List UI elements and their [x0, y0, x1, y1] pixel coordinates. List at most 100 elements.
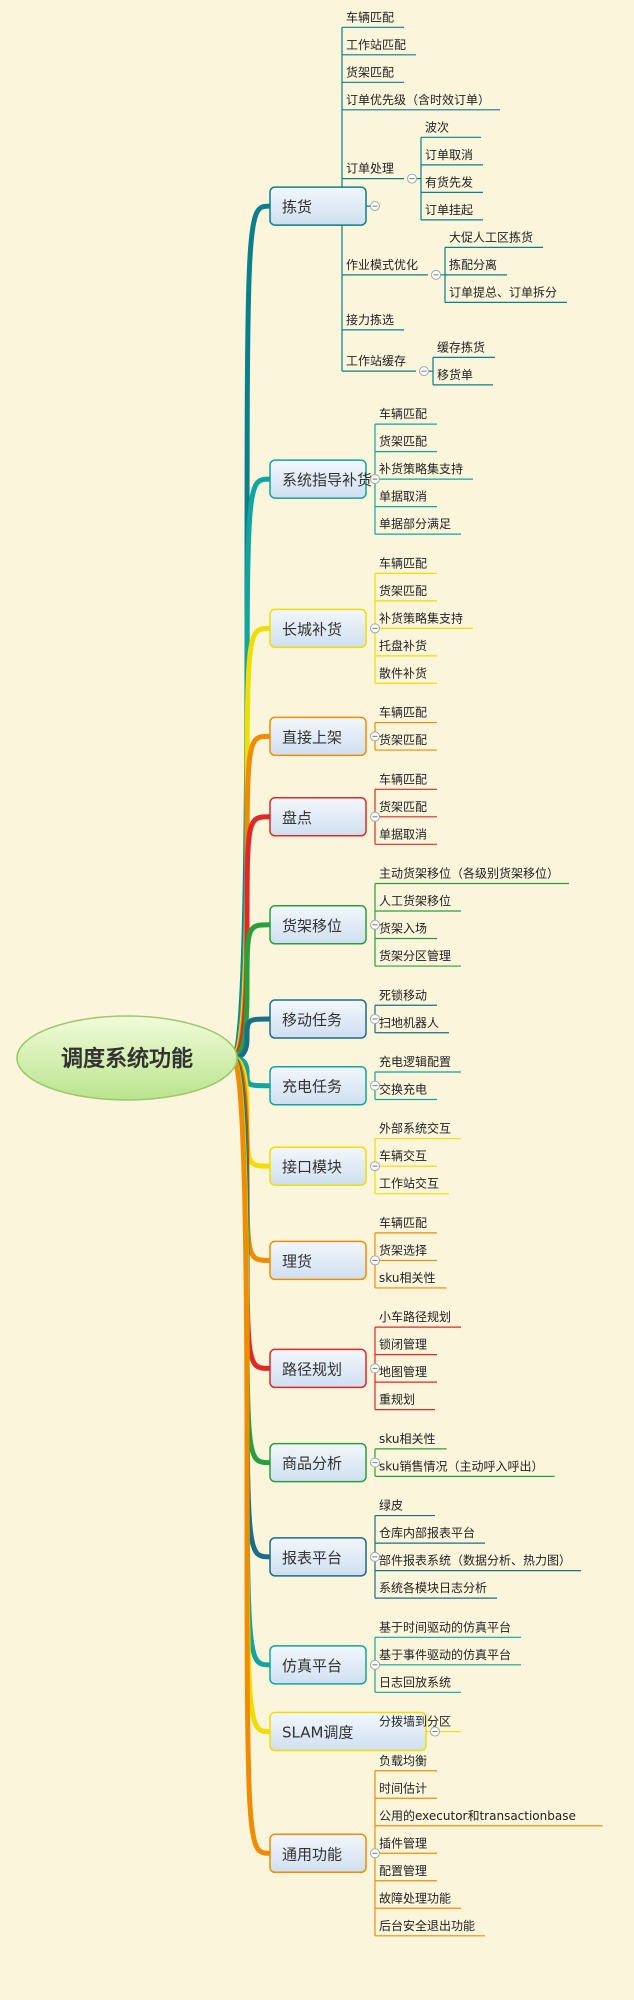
leaf-label[interactable]: 移货单 [437, 367, 473, 382]
leaf-label[interactable]: 时间估计 [379, 1781, 427, 1795]
branch-node[interactable]: 系统指导补货 [269, 459, 372, 499]
branch-node[interactable]: 拣货 [269, 186, 367, 226]
branch-node[interactable]: 报表平台 [269, 1537, 367, 1577]
branch-label: 直接上架 [282, 728, 342, 746]
leaf-label[interactable]: 故障处理功能 [379, 1890, 451, 1905]
leaf-label[interactable]: 工作站交互 [379, 1176, 439, 1191]
leaf-label[interactable]: 外部系统交互 [379, 1121, 451, 1136]
leaf-label[interactable]: 货架匹配 [346, 64, 394, 79]
leaf-label[interactable]: 地图管理 [379, 1364, 427, 1379]
leaf-label[interactable]: 货架匹配 [379, 434, 427, 449]
leaf-label[interactable]: 死锁移动 [379, 987, 427, 1002]
leaf-label[interactable]: 工作站缓存 [346, 354, 406, 368]
leaf-label[interactable]: 货架匹配 [379, 799, 427, 814]
leaf-label[interactable]: 订单优先级（含时效订单） [346, 92, 490, 107]
branch-node[interactable]: 理货 [269, 1240, 367, 1281]
leaf-label[interactable]: sku相关性 [379, 1432, 435, 1446]
branch-label: SLAM调度 [282, 1724, 353, 1742]
leaf-label[interactable]: 接力拣选 [346, 312, 394, 327]
trunk-connector [228, 1055, 273, 1856]
leaf-label[interactable]: 补货策略集支持 [379, 610, 463, 625]
leaf-label[interactable]: 订单处理 [346, 162, 394, 176]
leaf-label[interactable]: 订单提总、订单拆分 [449, 284, 557, 299]
leaf-label[interactable]: 基于时间驱动的仿真平台 [379, 1619, 511, 1634]
trunk-connector [228, 1055, 273, 1560]
leaf-label[interactable]: 系统各模块日志分析 [379, 1580, 487, 1595]
leaf-label[interactable]: 单据部分满足 [379, 516, 451, 531]
leaf-label[interactable]: 扫地机器人 [379, 1016, 439, 1030]
branch-label: 路径规划 [282, 1360, 342, 1378]
leaf-label[interactable]: 重规划 [379, 1392, 415, 1407]
leaf-label[interactable]: 托盘补货 [379, 638, 427, 653]
leaf-label[interactable]: 订单挂起 [425, 203, 473, 217]
leaf-label[interactable]: 配置管理 [379, 1863, 427, 1878]
leaf-label[interactable]: 小车路径规划 [379, 1309, 451, 1324]
branch-node[interactable]: 路径规划 [269, 1348, 367, 1389]
leaf-label[interactable]: 车辆交互 [379, 1148, 427, 1163]
leaf-label[interactable]: 交换充电 [379, 1081, 427, 1096]
trunk-connector [228, 1055, 273, 1371]
leaf-label[interactable]: 充电逻辑配置 [379, 1054, 451, 1069]
branch-node[interactable]: 接口模块 [269, 1146, 367, 1186]
leaf-label[interactable]: 人工货架移位 [379, 893, 451, 908]
branch-node[interactable]: 移动任务 [269, 999, 367, 1039]
leaf-label[interactable]: 补货策略集支持 [379, 461, 463, 476]
leaf-label[interactable]: 主动货架移位（各级别货架移位） [379, 866, 559, 881]
leaf-label[interactable]: 单据取消 [379, 827, 427, 841]
leaf-label[interactable]: 车辆匹配 [379, 555, 427, 570]
leaf-label[interactable]: 货架选择 [379, 1242, 427, 1257]
branch-label: 通用功能 [282, 1845, 342, 1863]
branch-label: 系统指导补货 [282, 471, 372, 489]
leaf-label[interactable]: 公用的executor和transactionbase [379, 1808, 576, 1823]
leaf-label[interactable]: 负载均衡 [379, 1754, 427, 1768]
leaf-label[interactable]: 单据取消 [379, 490, 427, 504]
leaf-label[interactable]: 缓存拣货 [437, 339, 485, 354]
branch-node[interactable]: 长城补货 [269, 608, 367, 649]
leaf-label[interactable]: 工作站匹配 [346, 38, 406, 52]
leaf-label[interactable]: 货架匹配 [379, 583, 427, 598]
trunk-connector [228, 1055, 273, 1668]
branch-label: 仿真平台 [282, 1657, 342, 1675]
leaf-label[interactable]: 货架分区管理 [379, 948, 451, 963]
leaf-label[interactable]: 车辆匹配 [379, 1215, 427, 1230]
leaf-label[interactable]: 车辆匹配 [379, 406, 427, 421]
leaf-label[interactable]: 货架入场 [379, 921, 427, 936]
leaf-label[interactable]: 车辆匹配 [379, 705, 427, 720]
branch-label: 接口模块 [282, 1158, 342, 1176]
branch-label: 拣货 [282, 198, 312, 216]
leaf-label[interactable]: 订单取消 [425, 148, 473, 162]
leaf-label[interactable]: 散件补货 [379, 665, 427, 680]
leaf-label[interactable]: 后台安全退出功能 [379, 1918, 475, 1933]
leaf-label[interactable]: 绿皮 [379, 1498, 403, 1513]
root-node[interactable]: 调度系统功能 [16, 1015, 238, 1101]
leaf-label[interactable]: 大促人工区拣货 [449, 229, 533, 244]
leaf-label[interactable]: 车辆匹配 [346, 9, 394, 24]
branch-node[interactable]: SLAM调度 [269, 1711, 427, 1752]
leaf-label[interactable]: 拣配分离 [449, 257, 497, 272]
leaf-label[interactable]: 基于事件驱动的仿真平台 [379, 1647, 511, 1662]
branch-node[interactable]: 直接上架 [269, 716, 367, 757]
trunk-connector [228, 733, 273, 1061]
branch-node[interactable]: 仿真平台 [269, 1645, 367, 1685]
leaf-label[interactable]: sku销售情况（主动呼入呼出） [379, 1458, 543, 1473]
leaf-label[interactable]: 日志回放系统 [379, 1674, 451, 1689]
branch-node[interactable]: 盘点 [269, 797, 367, 837]
leaf-label[interactable]: 作业模式优化 [346, 258, 418, 272]
leaf-label[interactable]: 车辆匹配 [379, 771, 427, 786]
leaf-label[interactable]: sku相关性 [379, 1271, 435, 1285]
branch-label: 报表平台 [282, 1549, 342, 1567]
branch-label: 盘点 [282, 809, 312, 827]
leaf-label[interactable]: 锁闭管理 [379, 1337, 427, 1352]
branch-node[interactable]: 通用功能 [269, 1833, 367, 1874]
nodes: 调度系统功能拣货车辆匹配工作站匹配货架匹配订单优先级（含时效订单）订单处理波次订… [16, 9, 576, 1933]
branch-node[interactable]: 货架移位 [269, 905, 367, 945]
branch-node[interactable]: 商品分析 [269, 1442, 367, 1483]
leaf-label[interactable]: 波次 [425, 120, 449, 134]
leaf-label[interactable]: 插件管理 [379, 1835, 427, 1850]
leaf-label[interactable]: 部件报表系统（数据分析、热力图） [379, 1553, 571, 1568]
branch-node[interactable]: 充电任务 [269, 1065, 367, 1106]
leaf-label[interactable]: 分拨墙到分区 [379, 1715, 451, 1729]
leaf-label[interactable]: 货架匹配 [379, 732, 427, 747]
leaf-label[interactable]: 仓库内部报表平台 [379, 1525, 475, 1540]
leaf-label[interactable]: 有货先发 [425, 174, 473, 189]
